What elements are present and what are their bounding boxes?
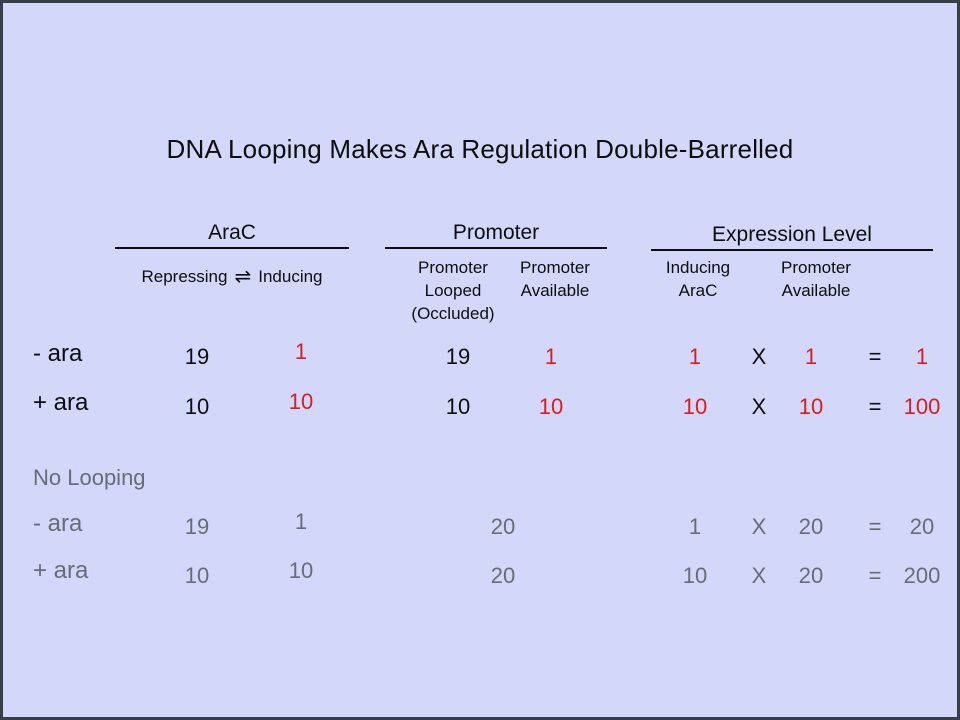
- cell-repressing: 19: [184, 514, 210, 539]
- cell-promoter-available: 1: [544, 344, 558, 369]
- cell-result: 1: [915, 344, 929, 369]
- expression-level-group-header: Expression Level: [712, 223, 872, 246]
- cell-expr-inducing: 1: [688, 344, 702, 369]
- multiply-operator: X: [751, 514, 767, 539]
- promoter-looped-column-header: Promoter Looped (Occluded): [411, 258, 495, 323]
- cell-result: 100: [903, 394, 941, 419]
- row-label-plus-ara-no-looping: + ara: [33, 557, 89, 584]
- promoter-group-header: Promoter: [452, 221, 540, 244]
- promoter-underline: [385, 247, 607, 249]
- cell-expr-available: 20: [798, 514, 824, 539]
- row-label-minus-ara-no-looping: - ara: [33, 510, 83, 537]
- row-label-plus-ara: + ara: [33, 389, 89, 416]
- multiply-operator: X: [751, 394, 767, 419]
- cell-repressing: 10: [184, 394, 210, 419]
- equals-operator: =: [868, 563, 882, 588]
- arac-subheader: Repressing ⇌ Inducing: [115, 265, 349, 288]
- arac-underline: [115, 247, 349, 249]
- cell-result: 20: [909, 514, 935, 539]
- multiply-operator: X: [751, 344, 767, 369]
- cell-promoter-available: 10: [538, 394, 564, 419]
- multiply-operator: X: [751, 563, 767, 588]
- equals-operator: =: [868, 344, 882, 369]
- cell-inducing: 1: [294, 509, 308, 534]
- cell-inducing: 10: [288, 389, 314, 414]
- equals-operator: =: [868, 514, 882, 539]
- slide-title: DNA Looping Makes Ara Regulation Double-…: [166, 134, 794, 164]
- cell-promoter: 20: [490, 514, 516, 539]
- cell-inducing: 1: [294, 339, 308, 364]
- cell-repressing: 10: [184, 563, 210, 588]
- arac-group-header: AraC: [208, 221, 256, 244]
- cell-promoter: 20: [490, 563, 516, 588]
- equals-operator: =: [868, 394, 882, 419]
- cell-expr-inducing: 1: [688, 514, 702, 539]
- equilibrium-arrows-icon: ⇌: [234, 264, 252, 288]
- cell-expr-available: 20: [798, 563, 824, 588]
- no-looping-section-label: No Looping: [33, 465, 146, 490]
- cell-repressing: 19: [184, 344, 210, 369]
- inducing-arac-column-header: Inducing AraC: [665, 258, 731, 300]
- cell-expr-inducing: 10: [682, 563, 708, 588]
- row-label-minus-ara: - ara: [33, 340, 83, 367]
- promoter-available-column-header: Promoter Available: [520, 258, 590, 300]
- expression-level-underline: [651, 249, 933, 251]
- cell-promoter-looped: 19: [445, 344, 471, 369]
- repressing-label: Repressing: [141, 267, 228, 286]
- cell-promoter-looped: 10: [445, 394, 471, 419]
- cell-expr-available: 1: [804, 344, 818, 369]
- inducing-label: Inducing: [258, 267, 323, 286]
- cell-result: 200: [903, 563, 941, 588]
- expression-promoter-available-column-header: Promoter Available: [781, 258, 851, 300]
- cell-inducing: 10: [288, 558, 314, 583]
- cell-expr-inducing: 10: [682, 394, 708, 419]
- cell-expr-available: 10: [798, 394, 824, 419]
